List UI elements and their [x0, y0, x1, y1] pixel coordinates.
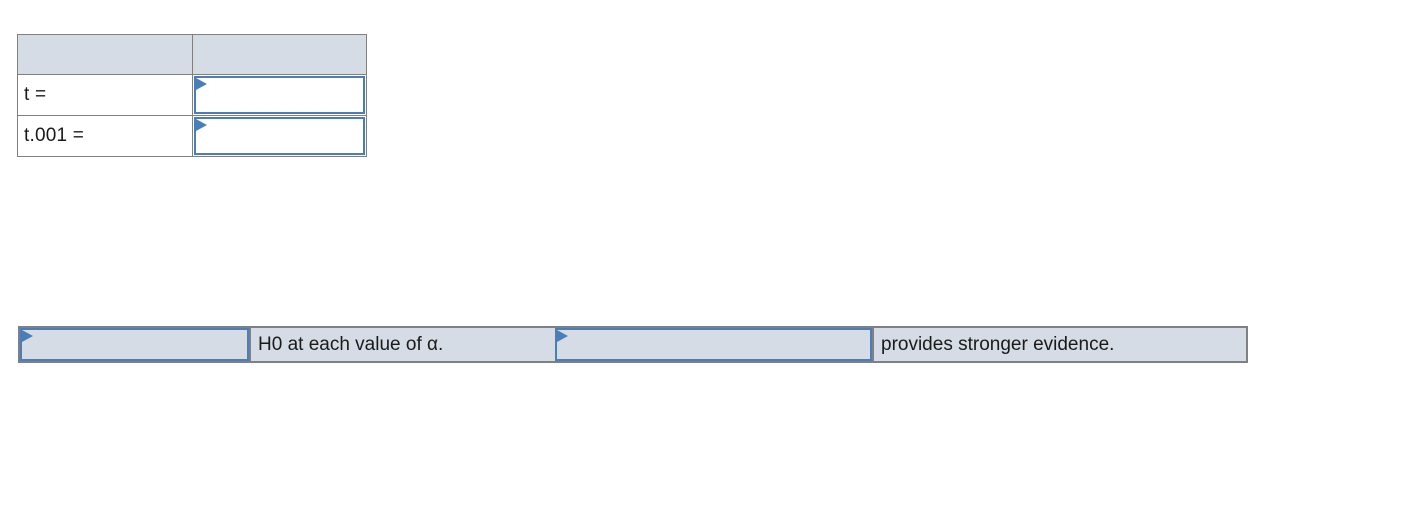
header-cell-label: [17, 34, 193, 75]
triangle-marker-icon: [557, 330, 568, 342]
answer-table: t = t.001 =: [17, 34, 367, 157]
answer-input-t001[interactable]: [193, 117, 365, 155]
table-row: t.001 =: [17, 115, 367, 157]
statement-dropdown-2[interactable]: [555, 328, 872, 361]
header-cell-value: [191, 34, 367, 75]
answer-cell-t: [191, 74, 367, 116]
row-label-t001: t.001 =: [17, 115, 193, 157]
triangle-marker-icon: [195, 119, 207, 131]
triangle-marker-icon: [22, 330, 33, 342]
answer-cell-t001: [191, 115, 367, 157]
statement-text-2: provides stronger evidence.: [872, 328, 1246, 361]
row-label-t: t =: [17, 74, 193, 116]
table-header-row: [17, 34, 367, 75]
answer-input-t[interactable]: [193, 76, 365, 114]
statement-dropdown-1[interactable]: [20, 328, 249, 361]
statement-bar: H0 at each value of α. provides stronger…: [18, 326, 1248, 363]
triangle-marker-icon: [195, 78, 207, 90]
table-row: t =: [17, 74, 367, 116]
statement-text-1: H0 at each value of α.: [249, 328, 555, 361]
